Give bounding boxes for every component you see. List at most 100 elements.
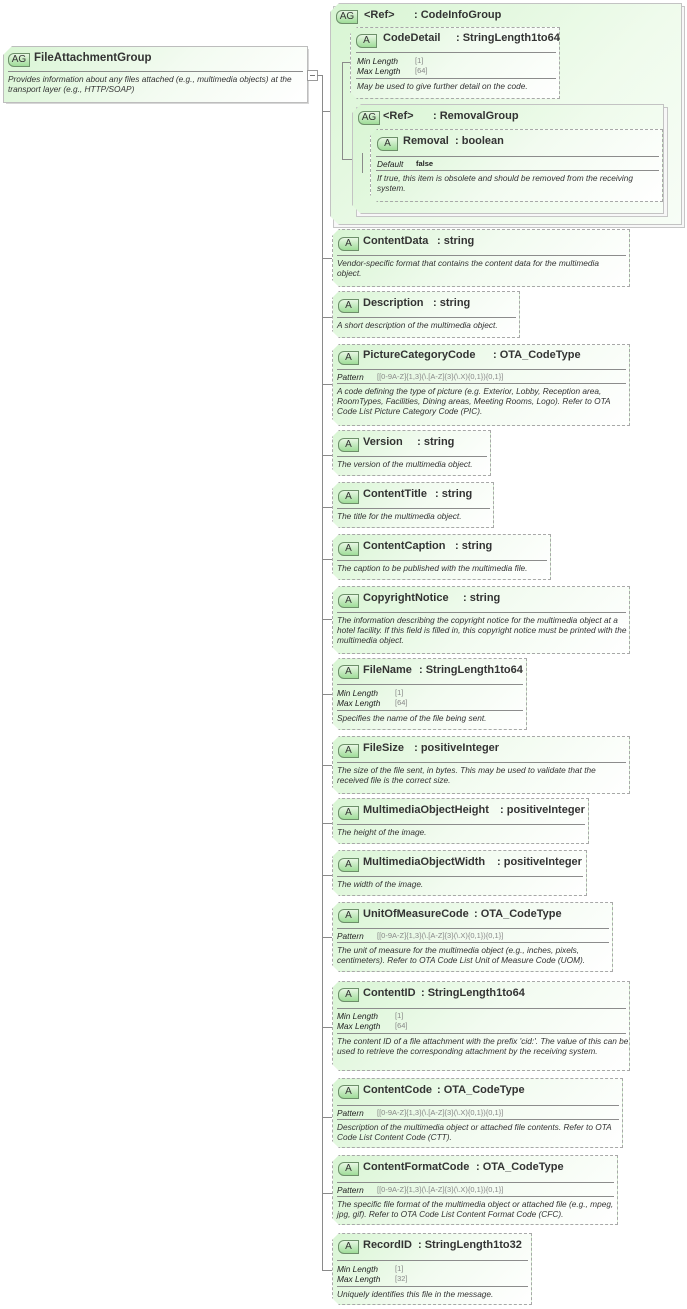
divider (8, 71, 303, 72)
attribute-contentdata[interactable]: A ContentData : string Vendor-specific f… (332, 229, 630, 287)
attribute-description: The specific file format of the multimed… (337, 1199, 614, 1219)
attribute-icon: A (338, 237, 359, 251)
attribute-name: CodeDetail (383, 32, 441, 44)
connector (323, 455, 332, 456)
attribute-contentcaption[interactable]: A ContentCaption : string The caption to… (332, 534, 551, 580)
facet-label: Max Length (337, 1274, 381, 1284)
divider (337, 1008, 626, 1009)
attribute-icon: A (338, 1240, 359, 1254)
connector (323, 875, 332, 876)
divider (376, 156, 659, 157)
facet-value: [[0-9A-Z]{1,3}(\.[A-Z]{3}(\.X){0,1}){0,1… (377, 931, 504, 940)
attribute-description: May be used to give further detail on th… (357, 81, 528, 91)
attribute-version[interactable]: A Version : string The version of the mu… (332, 430, 491, 476)
divider (337, 1033, 626, 1034)
attribute-unitofmeasurecode[interactable]: A UnitOfMeasureCode : OTA_CodeType Patte… (332, 902, 613, 972)
attribute-type: : OTA_CodeType (476, 1161, 564, 1173)
attribute-name: ContentCaption (363, 540, 446, 552)
divider (337, 876, 583, 877)
attribute-description: The title for the multimedia object. (337, 511, 462, 521)
attribute-multimediaobjectheight[interactable]: A MultimediaObjectHeight : positiveInteg… (332, 798, 589, 844)
attribute-type: : OTA_CodeType (437, 1084, 525, 1096)
attribute-type: : StringLength1to32 (418, 1239, 522, 1251)
attribute-type: : string (411, 436, 455, 448)
attribute-type: : positiveInteger (500, 804, 585, 816)
facet-value: [1] (395, 1264, 404, 1273)
divider (337, 1196, 614, 1197)
connector (323, 1027, 332, 1028)
attribute-name: Removal (403, 135, 449, 147)
attribute-icon: A (338, 858, 359, 872)
divider (337, 1119, 619, 1120)
attribute-filename[interactable]: A FileName : StringLength1to64 Min Lengt… (332, 658, 527, 730)
attribute-group-icon: AG (358, 111, 380, 125)
divider (337, 824, 585, 825)
divider (337, 928, 609, 929)
attribute-icon: A (338, 438, 359, 452)
facet-label: Pattern (337, 931, 364, 941)
divider (337, 456, 487, 457)
attribute-contentformatcode[interactable]: A ContentFormatCode : OTA_CodeType Patte… (332, 1155, 618, 1225)
attribute-icon: A (338, 351, 359, 365)
connector (323, 765, 332, 766)
connector (323, 619, 332, 620)
connector (362, 153, 363, 173)
facet-value: [[0-9A-Z]{1,3}(\.[A-Z]{3}(\.X){0,1}){0,1… (377, 1108, 504, 1117)
divider (337, 255, 626, 256)
attribute-description: The unit of measure for the multimedia o… (337, 945, 586, 965)
attribute-description: The version of the multimedia object. (337, 459, 473, 469)
facet-value: [1] (395, 688, 404, 697)
attribute-icon: A (338, 909, 359, 923)
facet-value: [64] (395, 1021, 408, 1030)
attribute-icon: A (338, 299, 359, 313)
divider (376, 170, 659, 171)
facet-label: Min Length (337, 1264, 379, 1274)
facet-label: Min Length (357, 56, 399, 66)
divider (337, 317, 516, 318)
attribute-recordid[interactable]: A RecordID : StringLength1to32 Min Lengt… (332, 1233, 532, 1305)
attribute-name: ContentTitle (363, 488, 427, 500)
divider (337, 710, 523, 711)
connector (323, 317, 332, 318)
connector (323, 384, 332, 385)
attribute-multimediaobjectwidth[interactable]: A MultimediaObjectWidth : positiveIntege… (332, 850, 587, 896)
attribute-group-icon: AG (8, 53, 30, 67)
facet-label: Pattern (337, 1185, 364, 1195)
attribute-contentcode[interactable]: A ContentCode : OTA_CodeType Pattern [[0… (332, 1078, 623, 1148)
attribute-description: The content ID of a file attachment with… (337, 1036, 629, 1056)
attribute-description[interactable]: A Description : string A short descripti… (332, 291, 520, 338)
attribute-icon: A (338, 744, 359, 758)
facet-value: [64] (395, 698, 408, 707)
connector (342, 62, 350, 63)
attribute-contentid[interactable]: A ContentID : StringLength1to64 Min Leng… (332, 981, 630, 1071)
ref-group-type: : CodeInfoGroup (414, 9, 502, 21)
facet-label: Default (377, 159, 404, 169)
attribute-picturecategorycode[interactable]: A PictureCategoryCode : OTA_CodeType Pat… (332, 344, 630, 426)
attribute-codedetail[interactable]: A CodeDetail : StringLength1to64 Min Len… (350, 27, 560, 99)
attribute-filesize[interactable]: A FileSize : positiveInteger The size of… (332, 736, 630, 794)
divider (337, 1105, 619, 1106)
connector (323, 694, 332, 695)
attribute-description: Uniquely identifies this file in the mes… (337, 1289, 494, 1299)
connector (323, 823, 332, 824)
attribute-icon: A (356, 34, 377, 48)
divider (356, 52, 556, 53)
facet-label: Pattern (337, 1108, 364, 1118)
ref-label: <Ref> (383, 110, 414, 122)
facet-value: [1] (395, 1011, 404, 1020)
facet-label: Min Length (337, 1011, 379, 1021)
divider (337, 1260, 528, 1261)
attribute-copyrightnotice[interactable]: A CopyrightNotice : string The informati… (332, 586, 630, 654)
facet-label: Min Length (337, 688, 379, 698)
attribute-removal[interactable]: A Removal : boolean Default false If tru… (370, 129, 663, 202)
attribute-icon: A (338, 1085, 359, 1099)
attribute-description: The caption to be published with the mul… (337, 563, 528, 573)
divider (337, 1286, 528, 1287)
attribute-type: : StringLength1to64 (456, 32, 560, 44)
attribute-name: ContentCode (363, 1084, 433, 1096)
attribute-description: The width of the image. (337, 879, 424, 889)
root-attribute-group[interactable]: AG FileAttachmentGroup Provides informat… (3, 46, 308, 103)
attribute-contenttitle[interactable]: A ContentTitle : string The title for th… (332, 482, 494, 528)
attribute-name: RecordID (363, 1239, 412, 1251)
attribute-type: : string (463, 592, 501, 604)
